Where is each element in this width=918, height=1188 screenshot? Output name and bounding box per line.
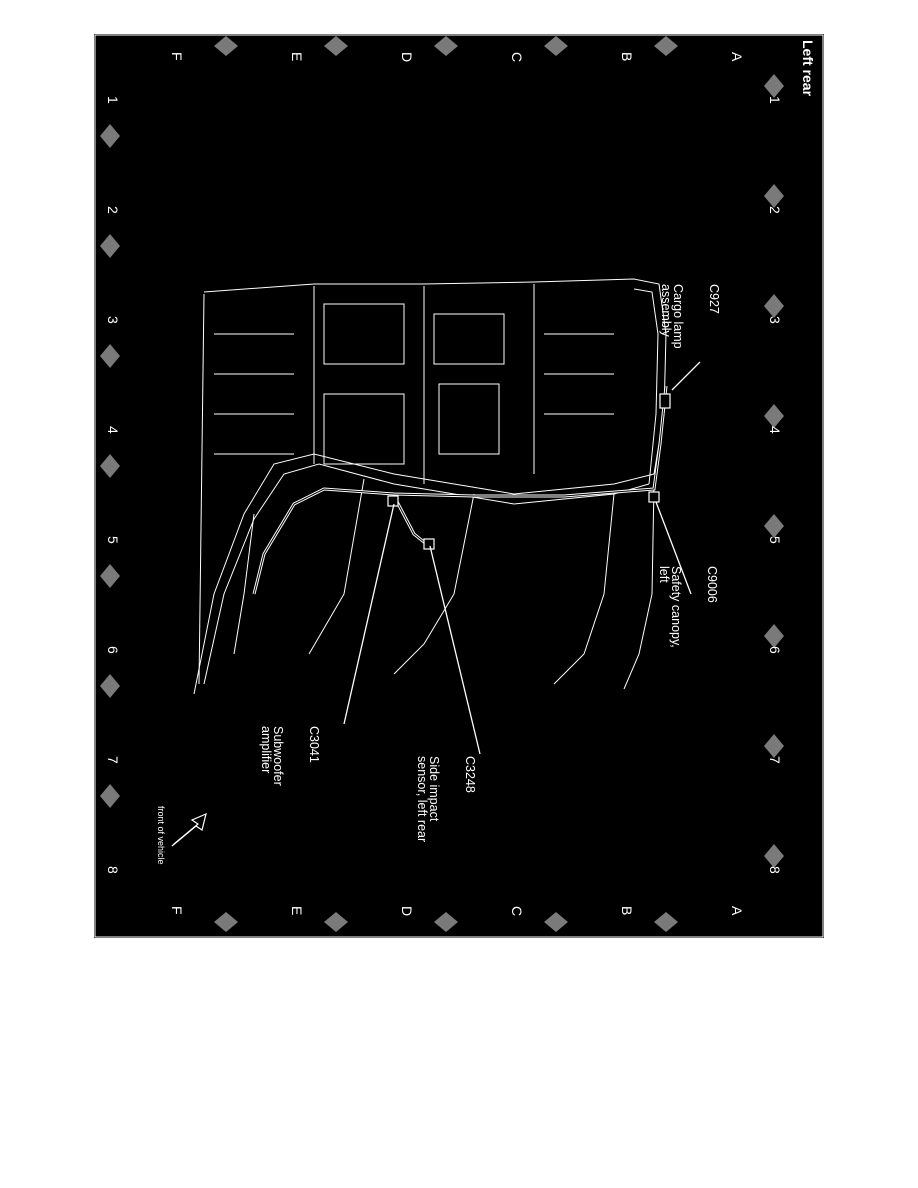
connector-id: C3248 (463, 756, 477, 793)
callout-c3248: C3248 Side impact sensor, left rear (392, 756, 500, 842)
grid-column-label: 6 (767, 646, 783, 654)
arrow-icon (171, 812, 207, 847)
grid-column-label: 1 (105, 96, 121, 104)
leader-c3248 (429, 545, 481, 755)
grid-row-label: C (509, 906, 525, 917)
grid-column-label: 3 (105, 316, 121, 324)
leader-c3041 (343, 503, 395, 725)
grid-row-label: B (619, 906, 635, 916)
grid-row-label: E (289, 52, 305, 62)
grid-column-label: 7 (767, 756, 783, 764)
grid-column-label: 4 (767, 426, 783, 434)
leader-c9006 (655, 501, 692, 595)
grid-column-label: 8 (767, 866, 783, 874)
grid-row-label: C (509, 52, 525, 63)
diagram-sheet: Left rear A B C D E F A B C D E F 1 2 3 … (94, 34, 824, 938)
page-title: Left rear (800, 40, 816, 97)
connector-id: C9006 (705, 566, 719, 603)
leader-lines (343, 361, 701, 755)
connector-c3248 (423, 538, 435, 550)
vehicle-outline (193, 278, 667, 695)
grid-column-label: 5 (105, 536, 121, 544)
connector-id: C3041 (307, 726, 321, 763)
leader-c927 (671, 361, 701, 391)
grid-row-label: F (169, 52, 185, 61)
grid-column-label: 7 (105, 756, 121, 764)
connector-name: Side impact sensor, left rear (415, 756, 441, 843)
grid-column-label: 5 (767, 536, 783, 544)
connector-c9006 (648, 491, 660, 503)
grid-column-label: 3 (767, 316, 783, 324)
vehicle-drawing (94, 34, 824, 938)
connectors (387, 393, 671, 550)
grid-column-label: 4 (105, 426, 121, 434)
grid-column-label: 8 (105, 866, 121, 874)
connector-name: Safety canopy, left (657, 566, 683, 648)
grid-row-label: D (399, 906, 415, 917)
grid-row-label: A (729, 52, 745, 62)
grid-row-label: E (289, 906, 305, 916)
callout-c927: C927 Cargo lamp assembly (636, 284, 744, 349)
sheet-frame (94, 34, 824, 938)
connector-c3041 (387, 495, 399, 507)
connector-name: Subwoofer amplifier (259, 726, 285, 786)
grid-column-label: 1 (767, 96, 783, 104)
grid-row-label: D (399, 52, 415, 63)
connector-c927 (659, 393, 671, 409)
orientation-label: front of vehicle (156, 806, 166, 865)
grid-column-label: 2 (767, 206, 783, 214)
callout-c9006: C9006 Safety canopy, left (634, 566, 742, 648)
grid-column-label: 2 (105, 206, 121, 214)
grid-row-label: F (169, 906, 185, 915)
connector-name: Cargo lamp assembly (659, 284, 685, 349)
grid-row-label: B (619, 52, 635, 62)
connector-id: C927 (707, 284, 721, 314)
frame-tick-marks (100, 36, 784, 932)
grid-column-label: 6 (105, 646, 121, 654)
grid-row-label: A (729, 906, 745, 916)
callout-c3041: C3041 Subwoofer amplifier (236, 726, 344, 786)
